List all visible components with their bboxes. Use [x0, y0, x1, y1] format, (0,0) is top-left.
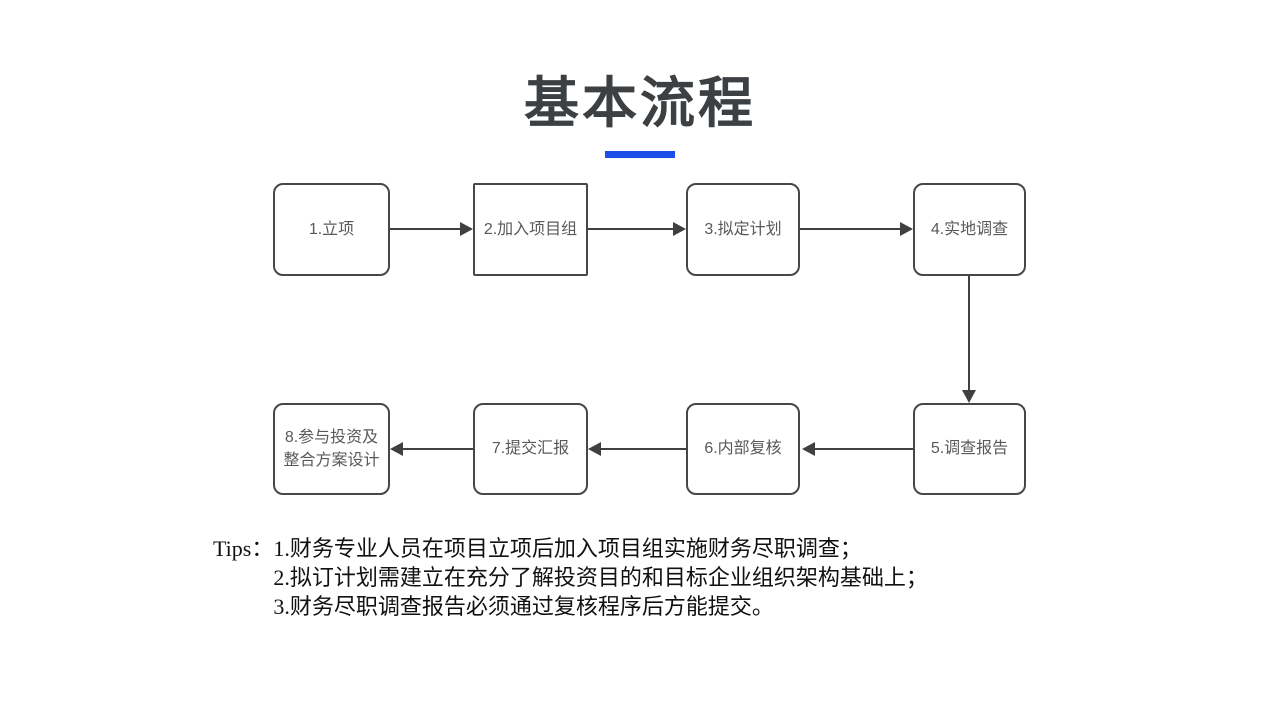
flow-step-2: 2.加入项目组 [473, 183, 588, 276]
flow-step-6-label: 6.内部复核 [704, 440, 782, 458]
flow-step-5-label: 5.调查报告 [930, 440, 1009, 458]
flow-step-4: 4.实地调查 [913, 183, 1026, 276]
flow-step-8: 8.参与投资及整合方案设计 [273, 403, 390, 495]
tips-list: 1.财务专业人员在项目立项后加入项目组实施财务尽职调查； 2.拟订计划需建立在充… [273, 534, 928, 621]
flow-step-2-label: 2.加入项目组 [483, 220, 578, 238]
flow-step-3-label: 3.拟定计划 [704, 220, 782, 238]
flow-step-1: 1.立项 [273, 183, 390, 276]
title-accent-bar [605, 151, 675, 158]
flow-step-4-label: 4.实地调查 [930, 220, 1009, 238]
tips-item: 2.拟订计划需建立在充分了解投资目的和目标企业组织架构基础上； [273, 565, 928, 590]
flow-step-6: 6.内部复核 [686, 403, 800, 495]
flow-step-3: 3.拟定计划 [686, 183, 800, 276]
flow-step-8-label: 8.参与投资及整合方案设计 [283, 428, 380, 469]
tips-item: 3.财务尽职调查报告必须通过复核程序后方能提交。 [273, 594, 774, 619]
flow-step-1-label: 1.立项 [308, 220, 355, 238]
tips-label: Tips： [213, 536, 274, 561]
flow-step-5: 5.调查报告 [913, 403, 1026, 495]
page-title: 基本流程 [523, 72, 756, 134]
tips-block: Tips： 1.财务专业人员在项目立项后加入项目组实施财务尽职调查； 2.拟订计… [213, 534, 928, 621]
flow-step-7-label: 7.提交汇报 [491, 440, 570, 458]
flow-step-7: 7.提交汇报 [473, 403, 588, 495]
tips-item: 1.财务专业人员在项目立项后加入项目组实施财务尽职调查； [273, 536, 862, 561]
